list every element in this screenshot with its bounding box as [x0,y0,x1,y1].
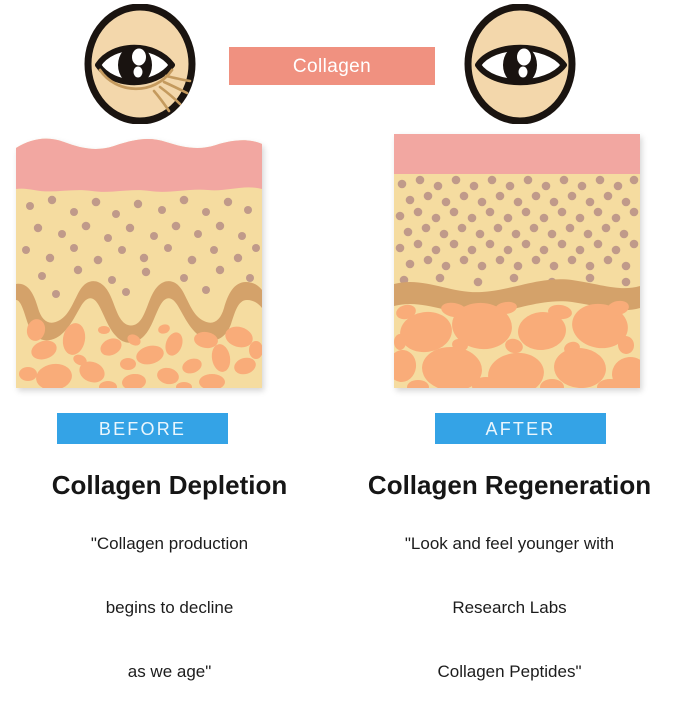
before-badge: BEFORE [57,413,228,444]
collagen-label-text: Collagen [292,55,372,77]
right-quote-line-2: Research Labs [452,598,567,618]
right-quote-line-3: Collagen Peptides" [437,662,582,682]
left-text-column: Collagen Depletion "Collagen production … [0,470,339,680]
left-quote-line-1: "Collagen production [90,534,249,554]
right-text-column: Collagen Regeneration "Look and feel you… [340,470,679,680]
after-badge: AFTER [435,413,606,444]
left-column-title: Collagen Depletion [51,470,288,500]
collagen-label-chip: Collagen [229,47,435,85]
header-row: Collagen [0,0,679,128]
skin-cross-section-regenerated [394,134,640,388]
before-badge-label: BEFORE [98,418,187,439]
right-column-title: Collagen Regeneration [367,470,652,500]
left-quote-line-2: begins to decline [105,598,234,618]
skin-cross-section-depleted [16,134,262,388]
wrinkled-eye-icon [80,4,200,124]
after-badge-label: AFTER [485,418,556,439]
smooth-eye-icon [460,4,580,124]
right-quote-line-1: "Look and feel younger with [404,534,615,554]
left-quote-line-3: as we age" [127,662,212,682]
